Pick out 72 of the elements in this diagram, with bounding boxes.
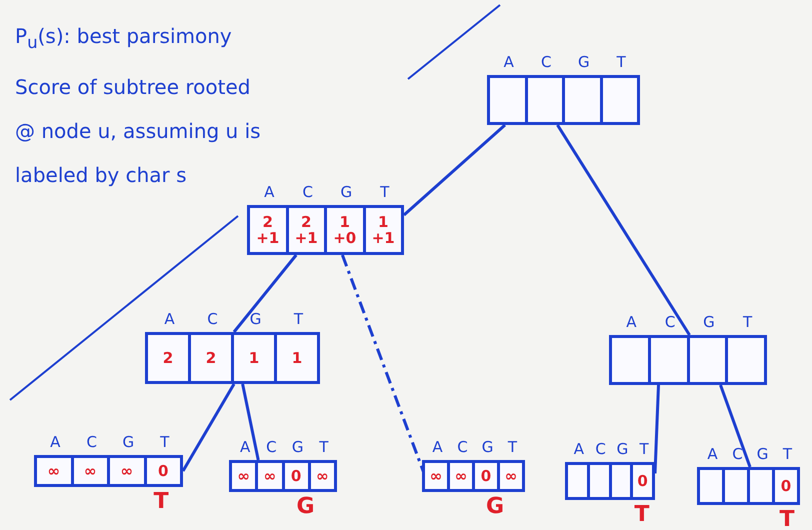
column-header: C	[266, 438, 277, 456]
column-header: C	[207, 310, 218, 328]
score-cell: ∞	[422, 460, 450, 492]
column-header: A	[504, 53, 514, 71]
column-header: T	[319, 438, 328, 456]
column-header: G	[250, 310, 262, 328]
column-header: T	[616, 53, 626, 71]
column-header: G	[616, 440, 628, 458]
column-header: T	[160, 433, 170, 451]
score-cell	[487, 75, 528, 125]
column-header: G	[703, 313, 715, 331]
score-cell: 2	[145, 332, 191, 384]
tree-edge	[403, 124, 506, 216]
column-header: G	[482, 438, 494, 456]
column-header: C	[302, 183, 313, 201]
column-header: A	[264, 183, 274, 201]
score-cell	[697, 467, 725, 505]
tree-edge	[182, 383, 236, 472]
column-header: A	[626, 313, 636, 331]
column-header: G	[578, 53, 590, 71]
score-cell: ∞	[255, 460, 284, 492]
column-header: C	[664, 313, 676, 331]
score-cell: 1 +0	[324, 205, 366, 255]
state-label: T	[154, 489, 169, 514]
tree-edge	[241, 384, 260, 460]
score-cell: ∞	[447, 460, 475, 492]
column-header: A	[50, 433, 60, 451]
column-header: C	[732, 445, 743, 463]
state-label: T	[780, 507, 794, 530]
column-header: C	[457, 438, 468, 456]
score-cell: 1	[231, 332, 277, 384]
column-header: A	[707, 445, 718, 463]
column-header: T	[294, 310, 304, 328]
column-header: G	[340, 183, 352, 201]
column-header: T	[380, 183, 390, 201]
score-cell: 2 +1	[247, 205, 288, 255]
score-cell	[565, 462, 590, 500]
score-cell	[562, 75, 602, 125]
column-header: T	[743, 313, 752, 331]
score-cell: 0	[630, 462, 655, 500]
score-cell	[747, 467, 775, 505]
column-header: C	[86, 433, 97, 451]
column-header: C	[541, 53, 552, 71]
score-cell: 0	[472, 460, 500, 492]
column-header: G	[122, 433, 134, 451]
score-cell: ∞	[34, 455, 74, 487]
score-cell	[722, 467, 750, 505]
definition-note: P$_{u}$(s): best parsimony Score of subtree rooted @ node u, assuming u is labeled by char s	[15, 23, 262, 189]
score-cell: ∞	[497, 460, 525, 492]
column-header: G	[292, 438, 304, 456]
column-header: T	[782, 445, 792, 463]
column-header: A	[432, 438, 443, 456]
tree-edge	[654, 384, 660, 474]
score-cell: ∞	[107, 455, 146, 487]
state-label: G	[486, 494, 504, 519]
state-label: T	[634, 502, 650, 527]
column-header: G	[756, 445, 768, 463]
score-cell: 1	[274, 332, 320, 384]
score-cell: 2	[188, 332, 234, 384]
column-header: A	[574, 440, 584, 458]
tree-edge	[232, 254, 298, 333]
tree-edge	[719, 384, 752, 468]
score-cell	[725, 335, 767, 385]
column-header: A	[240, 438, 250, 456]
column-header: T	[640, 440, 649, 458]
score-cell: 0	[772, 467, 800, 505]
score-cell	[609, 335, 651, 385]
column-header: T	[508, 438, 518, 456]
column-header: C	[595, 440, 606, 458]
state-label: G	[296, 494, 315, 519]
tree-edge	[556, 124, 691, 336]
column-header: A	[164, 310, 175, 328]
